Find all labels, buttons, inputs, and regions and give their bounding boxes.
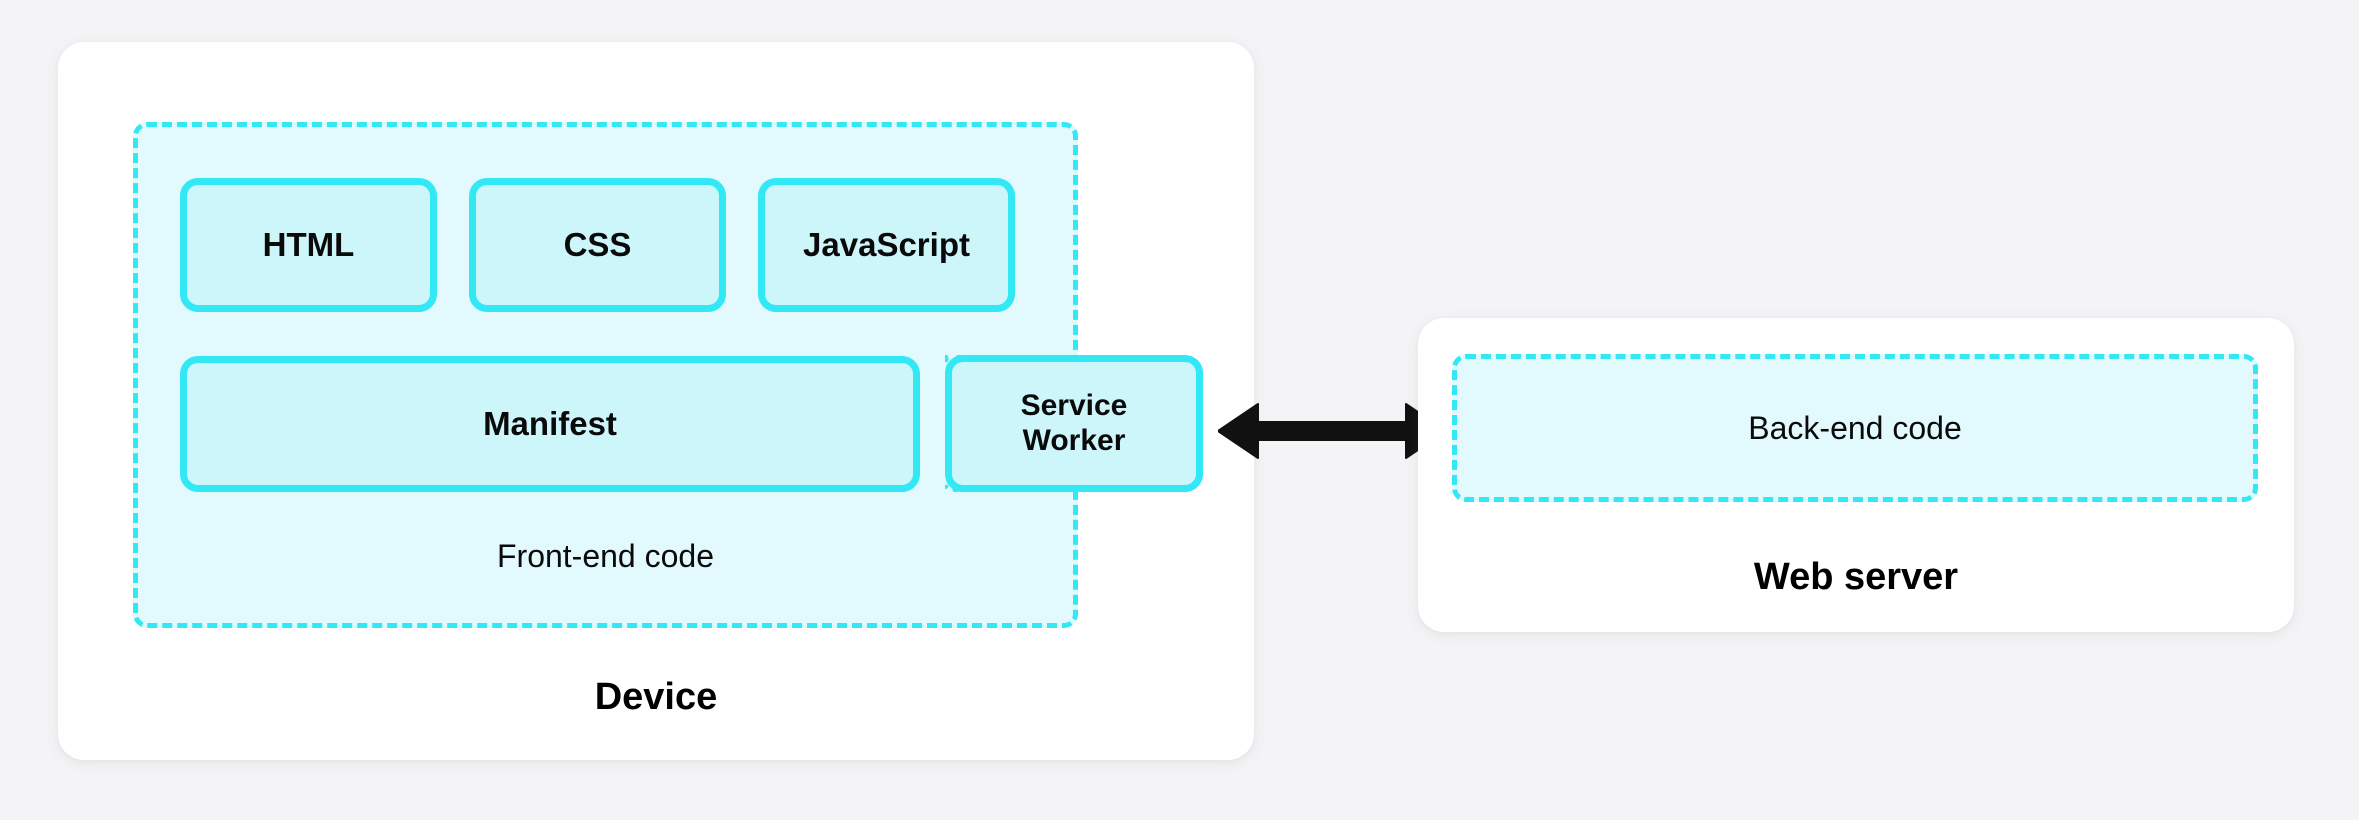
- backend-code-label: Back-end code: [1748, 409, 1962, 446]
- web-server-caption: Web server: [1753, 556, 1959, 598]
- tech-box-html[interactable]: HTML: [180, 178, 437, 312]
- service-worker-line-2: Worker: [1022, 423, 1126, 457]
- tech-box-manifest-label: Manifest: [483, 405, 617, 443]
- frontend-code-caption: Front-end code: [496, 538, 714, 574]
- tech-box-manifest[interactable]: Manifest: [180, 356, 920, 492]
- tech-box-css-label: CSS: [563, 226, 632, 264]
- tech-box-javascript[interactable]: JavaScript: [758, 178, 1015, 312]
- device-caption: Device: [594, 676, 718, 718]
- tech-box-html-label: HTML: [262, 226, 355, 264]
- tech-box-service-worker-label: Service Worker: [1021, 389, 1128, 458]
- tech-box-service-worker[interactable]: Service Worker: [945, 355, 1203, 492]
- tech-box-css[interactable]: CSS: [469, 178, 726, 312]
- service-worker-line-1: Service: [1020, 389, 1128, 422]
- bidirectional-arrow-icon: [1218, 403, 1446, 459]
- backend-code-region: Back-end code: [1452, 354, 2258, 502]
- tech-box-javascript-label: JavaScript: [803, 226, 970, 264]
